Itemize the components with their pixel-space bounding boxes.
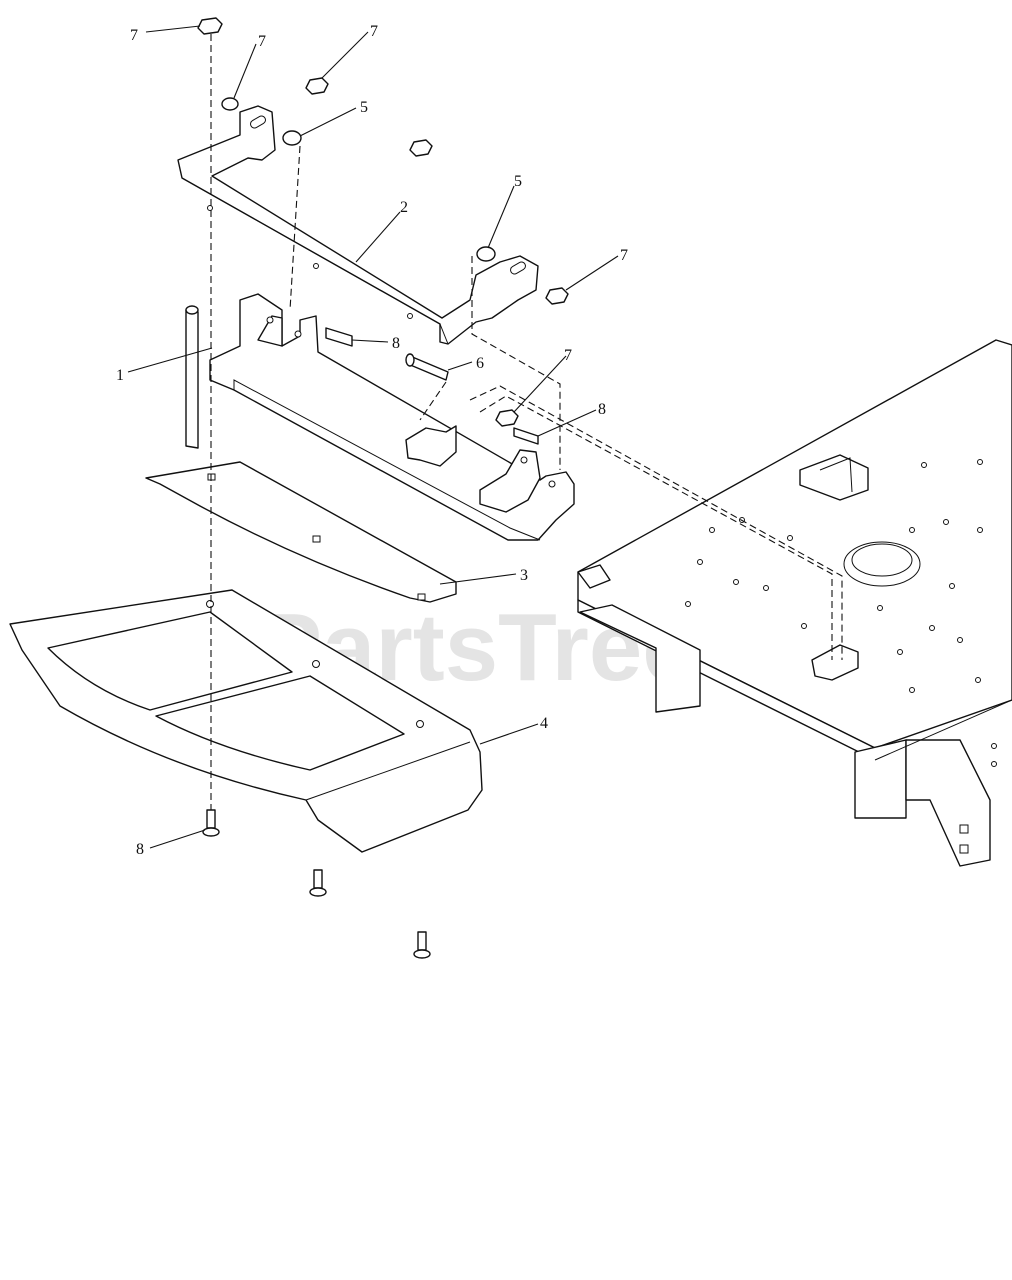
mower-deck-frame <box>577 339 1012 867</box>
assembly-lines <box>210 34 843 810</box>
callout-5: 5 <box>360 99 368 116</box>
leader-lines <box>127 25 619 849</box>
callouts: 7 7 7 5 2 5 7 1 8 6 7 8 3 4 8 <box>116 23 628 858</box>
callout-4: 4 <box>540 715 548 732</box>
callout-7: 7 <box>258 33 266 50</box>
part-1-mounting-bracket <box>185 293 575 541</box>
callout-7: 7 <box>620 247 628 264</box>
part-2-lift-bracket <box>177 105 539 345</box>
callout-2: 2 <box>400 199 408 216</box>
callout-6: 6 <box>476 355 484 372</box>
deck-holes <box>685 459 997 767</box>
callout-3: 3 <box>520 567 528 584</box>
part-4-foot-plate <box>9 589 483 853</box>
callout-7: 7 <box>130 27 138 44</box>
hardware <box>197 17 569 959</box>
callout-8: 8 <box>392 335 400 352</box>
callout-8: 8 <box>598 401 606 418</box>
callout-1: 1 <box>116 367 124 384</box>
callout-7: 7 <box>370 23 378 40</box>
callout-5: 5 <box>514 173 522 190</box>
callout-7: 7 <box>564 347 572 364</box>
callout-8: 8 <box>136 841 144 858</box>
